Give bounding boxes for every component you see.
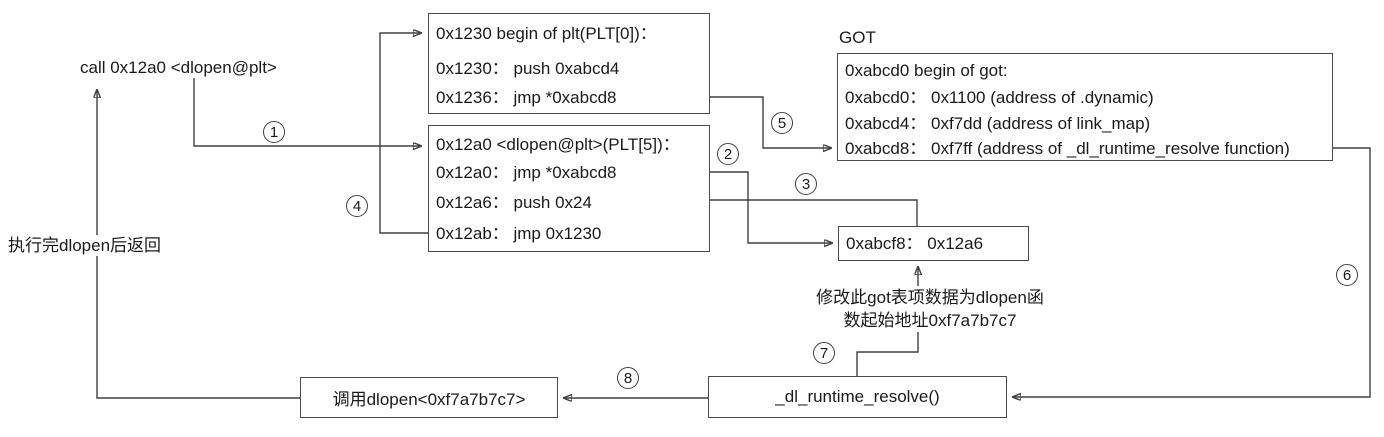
step-8-badge: 8 — [617, 367, 639, 389]
step-1-badge: 1 — [263, 121, 285, 143]
got-patch-annotation-line1: 修改此got表项数据为dlopen函 — [816, 288, 1044, 307]
connector-step6-got-to-resolver — [1013, 147, 1371, 397]
step-6-badge: 6 — [1336, 264, 1358, 286]
connector-step1-call-to-plt5 — [193, 78, 421, 146]
got-patch-annotation: 修改此got表项数据为dlopen函 数起始地址0xf7a7b7c7 — [780, 286, 1080, 332]
step-4-badge: 4 — [346, 195, 368, 217]
plt0-box: 0x1230 begin of plt(PLT[0])： 0x1230： pus… — [428, 13, 710, 114]
call-dlopen-box: 调用dlopen<0xf7a7b7c7> — [300, 377, 558, 418]
step-5-badge: 5 — [771, 112, 793, 134]
plt5-instr-jmp-plt0: 0x12ab： jmp 0x1230 — [436, 224, 602, 243]
got-entry-resolver: 0xabcd8： 0xf7ff (address of _dl_runtime_… — [845, 139, 1290, 158]
plt0-header: 0x1230 begin of plt(PLT[0])： — [436, 24, 657, 43]
step-3-badge: 3 — [795, 173, 817, 195]
got-entry-dynamic: 0xabcd0： 0x1100 (address of .dynamic) — [845, 88, 1154, 107]
step-7-badge: 7 — [813, 342, 835, 364]
got-entry-linkmap: 0xabcd4： 0xf7dd (address of link_map) — [845, 114, 1151, 133]
plt5-instr-push: 0x12a6： push 0x24 — [436, 193, 592, 212]
call-instruction-label: call 0x12a0 <dlopen@plt> — [80, 57, 277, 78]
plt0-instr-jmp: 0x1236： jmp *0xabcd8 — [436, 88, 617, 107]
connector-step3-got-entry-to-push — [631, 200, 918, 226]
got-patch-annotation-line2: 数起始地址0xf7a7b7c7 — [843, 311, 1017, 330]
got-box: 0xabcd0 begin of got: 0xabcd0： 0x1100 (a… — [837, 53, 1333, 161]
return-note-label: 执行完dlopen后返回 — [8, 235, 162, 256]
connector-step2-plt5-to-got-entry — [710, 171, 832, 243]
got-entry-dlopen-box: 0xabcf8： 0x12a6 — [838, 226, 1029, 261]
dl-runtime-resolve-box: _dl_runtime_resolve() — [708, 376, 1007, 418]
got-header: 0xabcd0 begin of got: — [845, 61, 1008, 80]
plt5-header: 0x12a0 <dlopen@plt>(PLT[5])： — [436, 135, 680, 154]
connector-return-to-call — [97, 90, 300, 399]
connector-step5-plt0-to-got — [710, 96, 831, 148]
plt5-box: 0x12a0 <dlopen@plt>(PLT[5])： 0x12a0： jmp… — [428, 125, 710, 252]
plt5-instr-jmp-got: 0x12a0： jmp *0xabcd8 — [436, 163, 617, 182]
got-title: GOT — [839, 27, 876, 48]
plt0-instr-push: 0x1230： push 0xabcd4 — [436, 59, 620, 78]
connector-step4-plt5-to-plt0 — [379, 33, 428, 234]
step-2-badge: 2 — [717, 143, 739, 165]
